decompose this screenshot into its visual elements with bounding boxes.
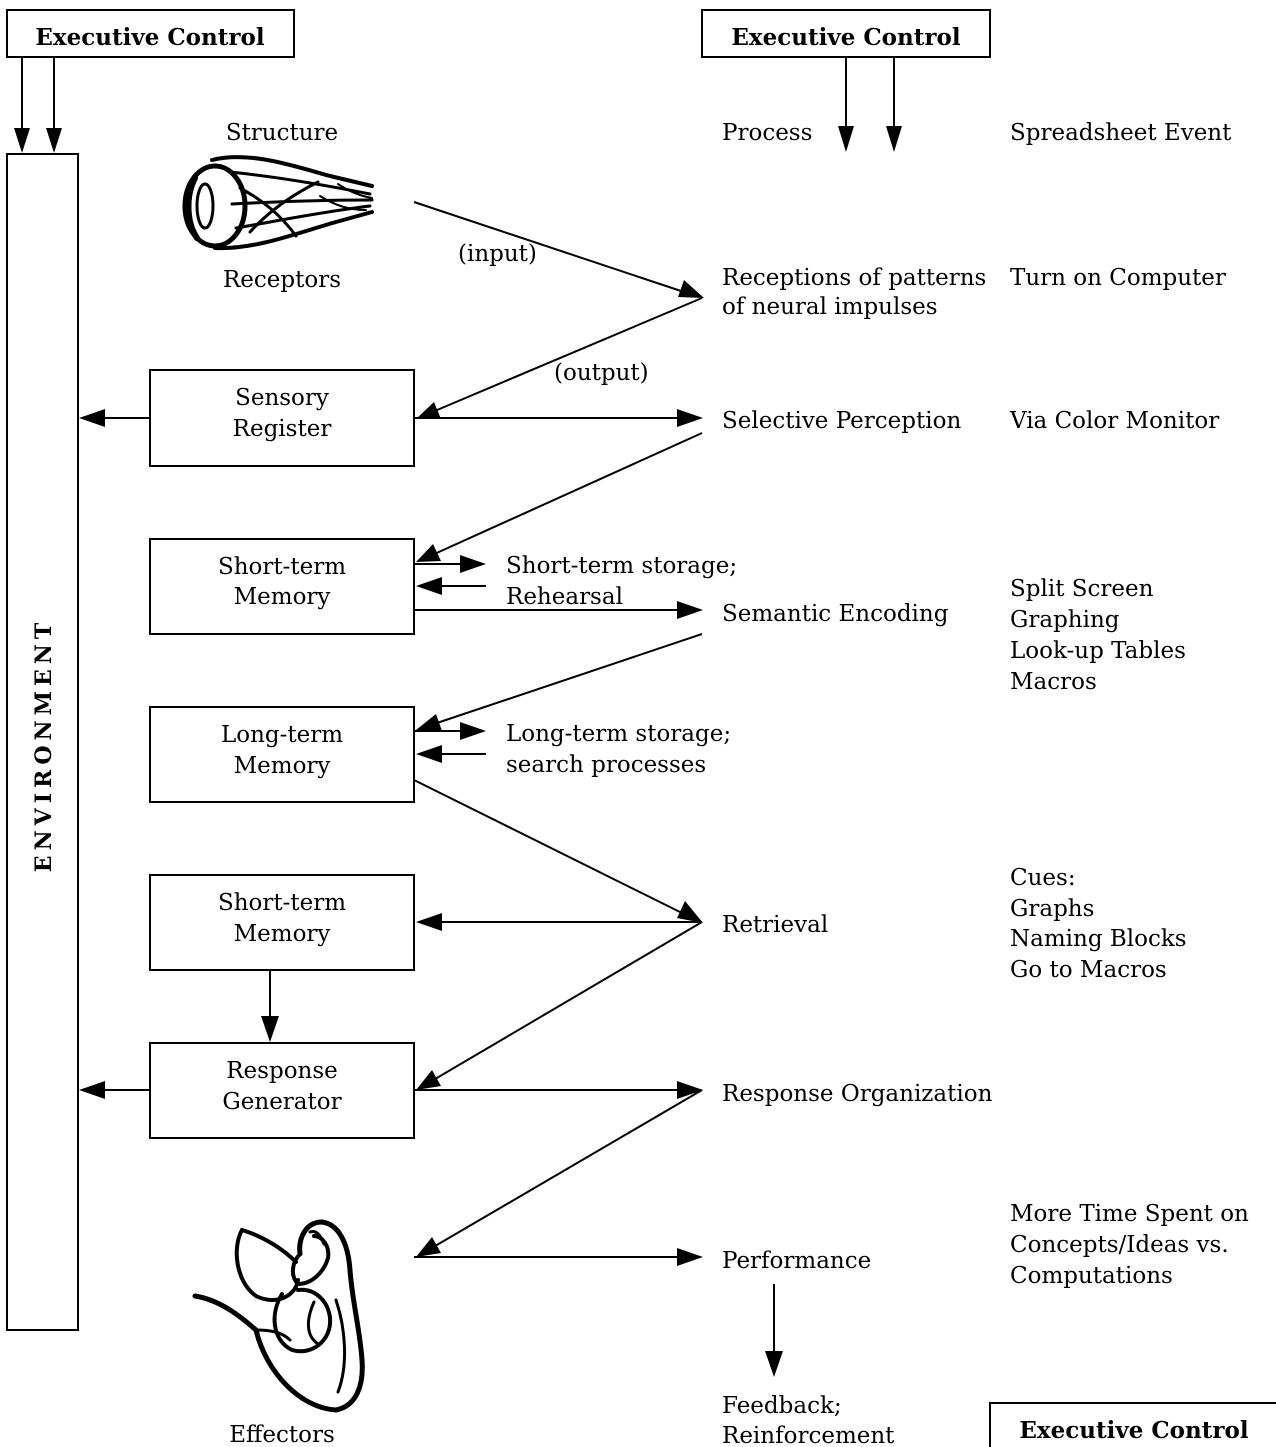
box-label-line: Response xyxy=(226,1058,338,1084)
process-reception: Receptions of patterns xyxy=(722,265,986,291)
stm-storage-label: Rehearsal xyxy=(506,584,623,610)
long-term-memory-box: Long-term Memory xyxy=(149,706,415,803)
process-header: Process xyxy=(722,120,812,146)
environment-bar: ENVIRONMENT xyxy=(6,153,79,1331)
event-color-monitor: Via Color Monitor xyxy=(1009,408,1219,434)
executive-control-box-bottom-right: Executive Control xyxy=(989,1402,1276,1447)
process-reception: of neural impulses xyxy=(722,294,938,320)
event-encoding-aid: Look-up Tables xyxy=(1010,638,1186,664)
process-semantic-encoding: Semantic Encoding xyxy=(722,601,949,627)
event-encoding-aid: Macros xyxy=(1010,669,1097,695)
event-performance-outcome: More Time Spent on xyxy=(1010,1201,1249,1227)
sensory-register-box: Sensory Register xyxy=(149,369,415,467)
output-label: (output) xyxy=(554,360,649,386)
ltm-storage-label: Long-term storage; xyxy=(506,721,731,747)
event-performance-outcome: Concepts/Ideas vs. xyxy=(1010,1232,1229,1258)
environment-label: ENVIRONMENT xyxy=(31,618,57,872)
box-label-line: Memory xyxy=(234,584,331,610)
spreadsheet-event-header: Spreadsheet Event xyxy=(1010,120,1232,146)
response-generator-box: Response Generator xyxy=(149,1042,415,1139)
box-label-line: Short-term xyxy=(218,890,346,916)
flow-arrows xyxy=(79,201,783,1377)
eye-icon xyxy=(182,155,374,251)
event-retrieval-cue: Go to Macros xyxy=(1010,957,1167,983)
structure-header: Structure xyxy=(226,120,338,146)
event-encoding-aid: Split Screen xyxy=(1010,576,1154,602)
process-selective-perception: Selective Perception xyxy=(722,408,961,434)
stm-storage-label: Short-term storage; xyxy=(506,553,737,579)
executive-control-arrows-left xyxy=(14,57,62,153)
process-feedback: Feedback; xyxy=(722,1393,842,1419)
executive-control-box-top-left: Executive Control xyxy=(6,9,295,58)
ltm-storage-label: search processes xyxy=(506,752,706,778)
flexed-arm-icon xyxy=(192,1219,365,1413)
box-label-line: Short-term xyxy=(218,554,346,580)
box-label-line: Generator xyxy=(222,1089,341,1115)
event-performance-outcome: Computations xyxy=(1010,1263,1173,1289)
box-label-line: Register xyxy=(233,416,332,442)
receptors-label: Receptors xyxy=(223,267,341,293)
box-label-line: Memory xyxy=(234,921,331,947)
box-label-line: Sensory xyxy=(235,385,329,411)
executive-control-arrows-right xyxy=(838,57,902,152)
process-feedback: Reinforcement xyxy=(722,1423,895,1447)
input-label: (input) xyxy=(458,241,537,267)
box-label-line: Long-term xyxy=(221,722,343,748)
event-retrieval-cue: Graphs xyxy=(1010,896,1094,922)
event-retrieval-cue: Naming Blocks xyxy=(1010,926,1187,952)
process-performance: Performance xyxy=(722,1248,871,1274)
executive-control-box-top-right: Executive Control xyxy=(701,9,991,58)
event-turn-on: Turn on Computer xyxy=(1010,265,1226,291)
event-encoding-aid: Graphing xyxy=(1010,607,1120,633)
box-label-line: Memory xyxy=(234,753,331,779)
process-response-organization: Response Organization xyxy=(722,1081,993,1107)
short-term-memory-box-2: Short-term Memory xyxy=(149,874,415,971)
event-retrieval-cue: Cues: xyxy=(1010,865,1076,891)
executive-control-label: Executive Control xyxy=(35,24,264,51)
process-retrieval: Retrieval xyxy=(722,912,828,938)
executive-control-label: Executive Control xyxy=(1019,1417,1248,1444)
executive-control-label: Executive Control xyxy=(731,24,960,51)
effectors-label: Effectors xyxy=(229,1422,335,1447)
short-term-memory-box: Short-term Memory xyxy=(149,538,415,635)
